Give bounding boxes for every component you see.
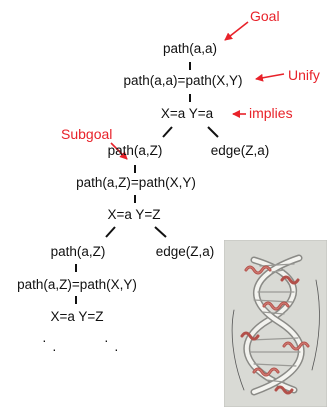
subgoal-node-3: path(a,Z)	[50, 244, 106, 259]
unify-annotation: Unify	[288, 67, 320, 83]
edge-binding-to-edge-3	[154, 226, 167, 238]
edge-binding-to-edge	[207, 126, 219, 138]
edge-node-3: edge(Z,a)	[155, 244, 215, 259]
edge-binding-to-subgoal	[162, 126, 173, 138]
binding-node-2: X=a Y=Z	[107, 207, 161, 222]
continuation-dot-4: ·	[114, 341, 119, 357]
edge-binding-to-subgoal-3	[105, 226, 116, 238]
goal-annotation: Goal	[250, 8, 280, 24]
unification-node-1: path(a,a)=path(X,Y)	[123, 73, 243, 88]
unification-node-3: path(a,Z)=path(X,Y)	[17, 277, 137, 292]
binding-node-3: X=a Y=Z	[50, 309, 104, 324]
subgoal-node-2: path(a,Z)	[107, 143, 163, 158]
goal-node: path(a,a)	[162, 41, 218, 56]
implies-annotation: implies	[249, 105, 293, 121]
edge-node-2: edge(Z,a)	[210, 143, 270, 158]
continuation-dot-1: ·	[42, 332, 47, 348]
goal-arrow	[224, 21, 249, 41]
continuation-dot-3: ·	[104, 332, 109, 348]
unification-node-2: path(a,Z)=path(X,Y)	[76, 175, 196, 190]
binding-node-1: X=a Y=a	[160, 106, 214, 121]
annotation-arrows	[110, 21, 285, 160]
unify-arrow	[255, 73, 285, 82]
subgoal-arrow	[110, 142, 128, 160]
subgoal-annotation: Subgoal	[61, 126, 113, 142]
double-helix-protein-image	[224, 240, 327, 407]
continuation-dot-2: ·	[52, 341, 57, 357]
tree-edges	[75, 62, 219, 304]
